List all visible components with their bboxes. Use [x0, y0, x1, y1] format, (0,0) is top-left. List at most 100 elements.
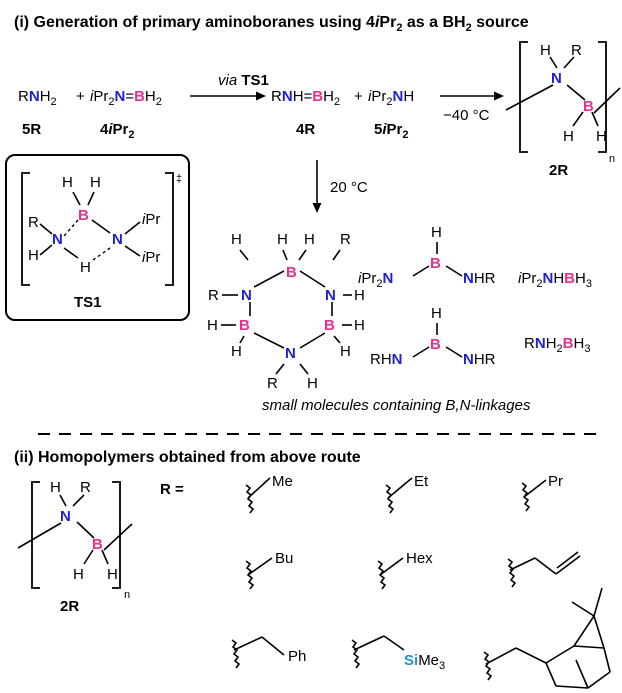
substituent-Hex: Hex — [377, 550, 433, 590]
svg-text:H: H — [277, 231, 288, 248]
svg-text:Pr: Pr — [548, 473, 563, 490]
r-equals: R = — [160, 481, 184, 498]
svg-text:H: H — [107, 566, 118, 583]
svg-text:B: B — [239, 317, 250, 334]
svg-text:H: H — [431, 305, 442, 322]
substituent-Bu: Bu — [245, 550, 293, 590]
reactant-RNH2: RNH2 — [18, 88, 57, 108]
polymer-2R-top: H R N B H H n — [505, 41, 621, 165]
svg-text:B: B — [583, 98, 594, 115]
section-i-title: (i) Generation of primary aminoboranes u… — [14, 14, 529, 34]
svg-text:N: N — [285, 345, 296, 362]
svg-text:H: H — [596, 128, 607, 145]
section-ii-title: (ii) Homopolymers obtained from above ro… — [14, 449, 361, 466]
plus-2: + — [354, 88, 363, 105]
svg-text:n: n — [124, 589, 130, 601]
product-iPr2NH: iPr2NH — [368, 88, 414, 108]
svg-text:NHR: NHR — [463, 270, 496, 287]
svg-text:H: H — [90, 174, 101, 191]
svg-text:H: H — [354, 317, 365, 334]
svg-text:iPr2N: iPr2N — [358, 270, 393, 290]
label-2R-bottom: 2R — [60, 598, 79, 615]
svg-text:B: B — [430, 336, 441, 353]
svg-text:H: H — [207, 317, 218, 334]
svg-text:H: H — [563, 128, 574, 145]
svg-text:B: B — [78, 207, 89, 224]
arrow-1-head — [256, 91, 266, 101]
svg-text:‡: ‡ — [176, 173, 182, 185]
svg-text:H: H — [62, 174, 73, 191]
ts1-box — [5, 154, 190, 321]
svg-text:NHR: NHR — [463, 351, 496, 368]
label-4R: 4R — [296, 121, 315, 138]
svg-text:Me: Me — [272, 473, 293, 490]
substituent-CH2SiMe3: SiMe3 — [351, 635, 445, 672]
substituent-myrtanyl — [483, 587, 611, 689]
svg-text:R: R — [571, 42, 582, 59]
svg-text:RHN: RHN — [370, 351, 403, 368]
reactant-iPr2NBH2: iPr2N=BH2 — [90, 88, 162, 108]
aminoborane-iPr2N-BH-NHR: H B iPr2N NHR — [358, 224, 496, 290]
svg-text:B: B — [324, 317, 335, 334]
cond-rt: 20 °C — [330, 179, 368, 196]
substituent-benzyl: Ph — [231, 636, 306, 669]
svg-text:N: N — [52, 231, 63, 248]
ts1-structure: ‡ H H B N N R H H iPr iPr — [21, 172, 182, 286]
svg-text:N: N — [325, 287, 336, 304]
svg-text:B: B — [430, 255, 441, 272]
small-molecules-caption: small molecules containing B,N-linkages — [262, 397, 531, 414]
svg-text:iPr: iPr — [142, 249, 160, 266]
svg-text:B: B — [286, 264, 297, 281]
svg-text:Bu: Bu — [275, 550, 293, 567]
svg-text:H: H — [231, 343, 242, 360]
product-RNHBH2: RNH=BH2 — [271, 88, 340, 108]
via-label: via TS1 — [218, 72, 269, 89]
svg-text:H: H — [304, 231, 315, 248]
RNH2BH3: RNH2BH3 — [524, 335, 590, 355]
svg-text:n: n — [609, 153, 615, 165]
svg-text:N: N — [551, 70, 562, 87]
svg-text:SiMe3: SiMe3 — [404, 652, 445, 672]
substituent-allyl — [507, 551, 581, 588]
arrow-2-head — [494, 91, 504, 101]
svg-text:H: H — [307, 375, 318, 392]
iPr2NHBH3: iPr2NHBH3 — [518, 270, 592, 290]
label-4iPr2: 4iPr2 — [100, 121, 134, 141]
diaminoborane-RHN-BH-NHR: H B RHN NHR — [370, 305, 496, 368]
svg-text:N: N — [112, 231, 123, 248]
svg-text:R: R — [267, 375, 278, 392]
label-2R-top: 2R — [549, 162, 568, 179]
arrow-down-head — [312, 203, 322, 213]
svg-text:Hex: Hex — [406, 550, 433, 567]
polymer-2R-bottom: H R N B H H n — [17, 479, 133, 601]
svg-text:R: R — [340, 231, 351, 248]
svg-text:N: N — [241, 287, 252, 304]
label-5R: 5R — [22, 121, 41, 138]
svg-text:R: R — [28, 214, 39, 231]
svg-text:H: H — [431, 224, 442, 241]
substituent-Pr: Pr — [521, 473, 563, 512]
label-TS1: TS1 — [74, 294, 102, 311]
svg-text:H: H — [540, 42, 551, 59]
svg-text:H: H — [73, 566, 84, 583]
svg-text:B: B — [92, 536, 103, 553]
svg-text:H: H — [28, 247, 39, 264]
plus-1: + — [76, 88, 85, 105]
svg-text:H: H — [354, 287, 365, 304]
svg-text:H: H — [340, 343, 351, 360]
cyclotriborazane: H H H R R N B N H H B B H N H H R H — [207, 231, 365, 392]
substituent-Et: Et — [385, 473, 429, 514]
cond-cold: −40 °C — [443, 107, 490, 124]
svg-text:Ph: Ph — [288, 648, 306, 665]
svg-text:H: H — [231, 231, 242, 248]
substituent-Me: Me — [245, 473, 293, 514]
label-5iPr2: 5iPr2 — [374, 121, 408, 141]
svg-text:R: R — [80, 479, 91, 496]
svg-text:R: R — [208, 287, 219, 304]
svg-text:Et: Et — [414, 473, 429, 490]
svg-text:H: H — [80, 259, 91, 276]
svg-text:iPr: iPr — [142, 211, 160, 228]
svg-text:H: H — [50, 479, 61, 496]
svg-text:N: N — [60, 508, 71, 525]
